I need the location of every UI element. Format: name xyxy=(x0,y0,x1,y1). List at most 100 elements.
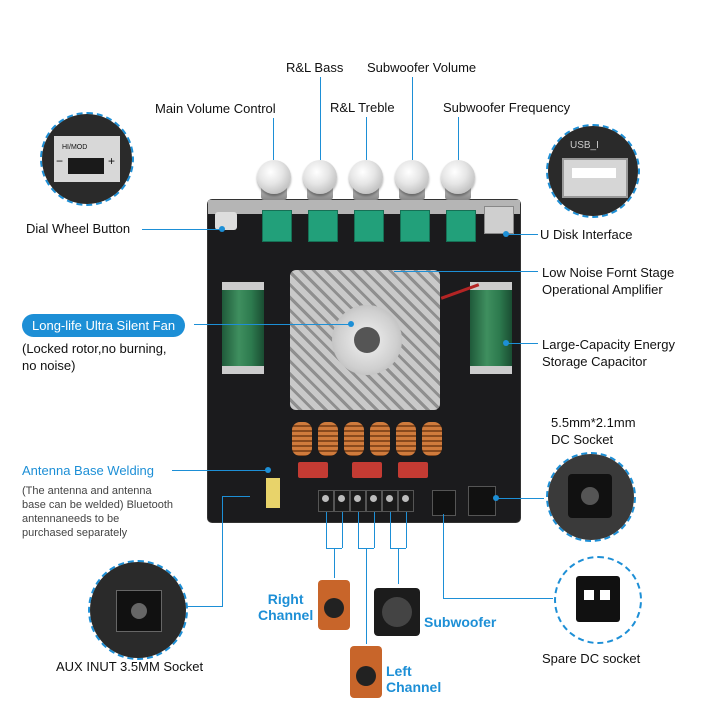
potentiometer xyxy=(354,210,384,242)
label-low-noise: Low Noise Fornt Stage Operational Amplif… xyxy=(542,264,674,298)
aux-socket-zoom xyxy=(116,590,162,632)
leader-dot xyxy=(265,467,271,473)
leader-line xyxy=(443,598,553,599)
antenna-note-line2: base can be welded) Bluetooth xyxy=(22,499,174,511)
usb-label: USB_I xyxy=(570,140,599,151)
leader-line xyxy=(222,496,250,497)
antenna-base xyxy=(266,478,280,508)
leader-line xyxy=(186,606,222,607)
speaker-terminal[interactable] xyxy=(366,490,382,512)
potentiometer xyxy=(446,210,476,242)
usb-port[interactable] xyxy=(484,206,514,234)
leader-line xyxy=(342,512,343,548)
label-subwoofer-frequency: Subwoofer Frequency xyxy=(443,100,571,115)
label-subwoofer: Subwoofer xyxy=(424,614,497,630)
spare-dc-socket[interactable] xyxy=(432,490,456,516)
leader-dot xyxy=(219,226,225,232)
treble-knob[interactable] xyxy=(349,160,383,194)
leader-line xyxy=(273,118,274,160)
label-aux: AUX INUT 3.5MM Socket xyxy=(56,659,204,674)
low-noise-line1: Low Noise Fornt Stage xyxy=(542,265,675,280)
capacitor-line1: Large-Capacity Energy xyxy=(542,337,675,352)
speaker-terminal[interactable] xyxy=(398,490,414,512)
leader-dot xyxy=(493,495,499,501)
dc-socket[interactable] xyxy=(468,486,496,516)
subwoofer-speaker xyxy=(374,588,420,636)
bass-knob[interactable] xyxy=(303,160,337,194)
potentiometer xyxy=(262,210,292,242)
inductor-coil xyxy=(370,422,390,456)
label-right-channel: Right Channel xyxy=(258,591,313,623)
leader-line xyxy=(194,324,350,325)
left-speaker xyxy=(350,646,382,698)
label-u-disk: U Disk Interface xyxy=(540,227,633,242)
mode-label: HI/MOD xyxy=(62,144,88,151)
film-capacitor xyxy=(298,462,328,478)
leader-line xyxy=(366,548,367,644)
dc-socket-zoom xyxy=(568,474,612,518)
leader-line xyxy=(320,77,321,160)
label-rl-treble: R&L Treble xyxy=(330,100,395,115)
subwoofer-cone xyxy=(382,597,412,627)
minus-label: − xyxy=(56,154,64,168)
dc-socket-line1: 5.5mm*2.1mm xyxy=(551,415,636,430)
leader-line xyxy=(412,77,413,160)
leader-line xyxy=(366,117,367,160)
capacitor-line2: Storage Capacitor xyxy=(542,354,647,369)
cooling-fan xyxy=(332,305,402,375)
leader-line xyxy=(142,229,222,230)
dc-socket-pin xyxy=(581,487,599,505)
leader-line xyxy=(398,548,399,584)
leader-line xyxy=(458,117,459,160)
leader-line xyxy=(334,548,335,578)
speaker-cone xyxy=(324,598,344,618)
fan-note: (Locked rotor,no burning, no noise) xyxy=(22,340,167,374)
zoom-dial-wheel: HI/MOD − + xyxy=(40,112,134,206)
aux-hole xyxy=(131,603,147,619)
antenna-note: (The antenna and antenna base can be wel… xyxy=(22,484,173,540)
inductor-coil xyxy=(422,422,442,456)
fan-note-line1: (Locked rotor,no burning, xyxy=(22,341,167,356)
leader-dot xyxy=(348,321,354,327)
potentiometer xyxy=(400,210,430,242)
film-capacitor xyxy=(398,462,428,478)
dc-socket-line2: DC Socket xyxy=(551,432,614,447)
plus-label: + xyxy=(108,154,116,168)
label-dc-socket: 5.5mm*2.1mm DC Socket xyxy=(551,414,636,448)
leader-line xyxy=(496,498,544,499)
leader-line xyxy=(172,470,268,471)
dial-wheel-button[interactable] xyxy=(215,212,237,230)
leader-dot xyxy=(503,340,509,346)
left-channel-line2: Channel xyxy=(386,679,442,695)
speaker-terminal[interactable] xyxy=(382,490,398,512)
antenna-note-line1: (The antenna and antenna xyxy=(22,485,152,497)
leader-dot xyxy=(503,231,509,237)
dial-wheel-zoom xyxy=(68,158,104,174)
speaker-terminal[interactable] xyxy=(334,490,350,512)
label-capacitor: Large-Capacity Energy Storage Capacitor xyxy=(542,336,675,370)
main-volume-knob[interactable] xyxy=(257,160,291,194)
leader-line xyxy=(222,496,223,607)
label-dial-wheel: Dial Wheel Button xyxy=(26,221,131,236)
zoom-aux xyxy=(88,560,188,660)
leader-line xyxy=(506,234,538,235)
inductor-coil xyxy=(396,422,416,456)
speaker-terminal[interactable] xyxy=(318,490,334,512)
inductor-coil xyxy=(318,422,338,456)
right-channel-line1: Right xyxy=(267,591,304,607)
usb-zoom-port xyxy=(562,158,628,198)
label-left-channel: Left Channel xyxy=(386,663,441,695)
label-spare-dc: Spare DC socket xyxy=(542,651,641,666)
leader-line xyxy=(358,512,359,548)
subwoofer-volume-knob[interactable] xyxy=(395,160,429,194)
spare-dc-zoom xyxy=(576,576,620,622)
leader-line xyxy=(406,512,407,548)
leader-line xyxy=(443,514,444,598)
label-rl-bass: R&L Bass xyxy=(286,60,344,75)
capacitor-left xyxy=(222,282,264,374)
subwoofer-frequency-knob[interactable] xyxy=(441,160,475,194)
speaker-terminal[interactable] xyxy=(350,490,366,512)
label-fan: Long-life Ultra Silent Fan xyxy=(22,314,186,337)
capacitor-right xyxy=(470,282,512,374)
leader-line xyxy=(390,512,391,548)
